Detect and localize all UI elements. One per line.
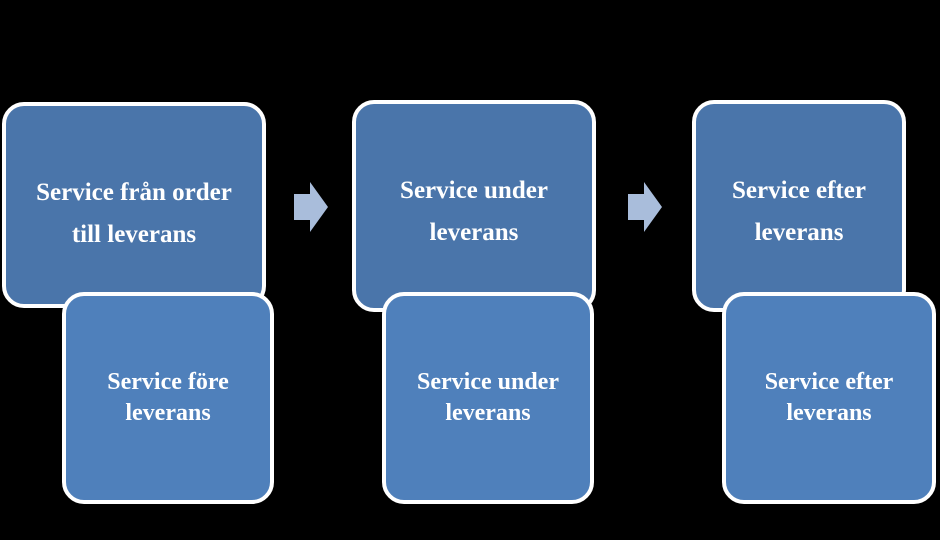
- step-3-title: Service efter leverans: [732, 170, 866, 254]
- step-2-title-line-2: leverans: [429, 219, 519, 246]
- step-3-title-line-1: Service efter: [732, 177, 866, 204]
- step-3-detail-box: Service efter leverans: [722, 292, 936, 504]
- step-3-detail-line-2: leverans: [786, 400, 872, 426]
- step-3-title-line-2: leverans: [754, 219, 844, 246]
- step-1-title: Service från order till leverans: [36, 172, 232, 256]
- step-2-detail-line-1: Service under: [417, 369, 559, 395]
- arrow-right-icon: [294, 182, 328, 232]
- step-2-title-line-1: Service under: [400, 177, 548, 204]
- step-1-detail-box: Service före leverans: [62, 292, 274, 504]
- step-3-main-box: Service efter leverans: [692, 100, 906, 312]
- step-2-title: Service under leverans: [400, 170, 548, 254]
- step-1-main-box: Service från order till leverans: [2, 102, 266, 308]
- step-1-title-line-2: till leverans: [71, 221, 197, 248]
- step-2-main-box: Service under leverans: [352, 100, 596, 312]
- step-3-detail: Service efter leverans: [765, 367, 894, 429]
- step-2-detail-box: Service under leverans: [382, 292, 594, 504]
- step-1-detail-line-2: leverans: [125, 400, 211, 426]
- step-1-detail: Service före leverans: [107, 367, 229, 429]
- step-1-detail-line-1: Service före: [107, 369, 229, 395]
- step-1-title-line-1: Service från order: [36, 179, 232, 206]
- step-2-detail-line-2: leverans: [445, 400, 531, 426]
- step-3-detail-line-1: Service efter: [764, 369, 894, 395]
- arrow-right-icon: [628, 182, 662, 232]
- step-2-detail: Service under leverans: [417, 367, 559, 429]
